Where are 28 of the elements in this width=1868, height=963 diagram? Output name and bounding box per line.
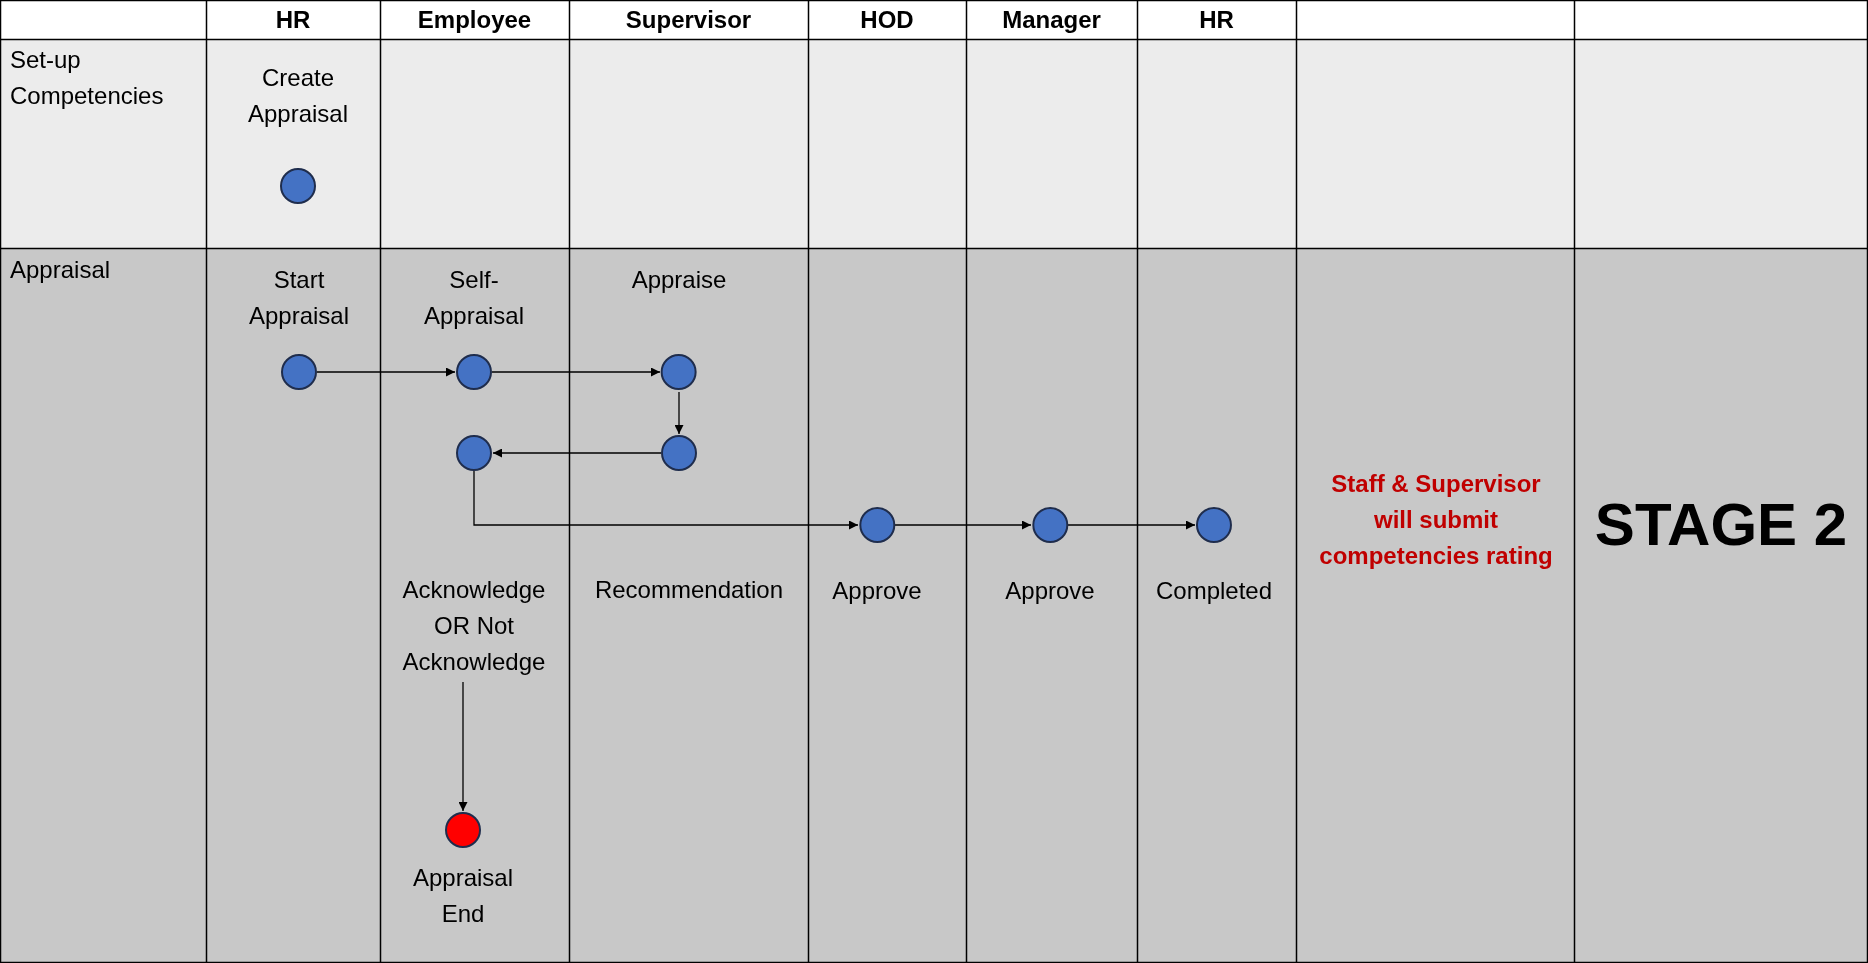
step-label: Create Appraisal	[246, 63, 350, 129]
column-header: Employee	[417, 5, 532, 35]
step-label: Appraise	[631, 265, 727, 295]
lane-label: Set-up Competencies	[10, 45, 165, 111]
column-header: HR	[1199, 5, 1234, 35]
arrow	[491, 367, 661, 377]
note-text: Staff & Supervisor will submit competencies rating	[1318, 469, 1554, 571]
lane-label: Appraisal	[10, 255, 111, 285]
column-header: Supervisor	[625, 5, 752, 35]
arrow	[458, 681, 468, 812]
arrow	[316, 367, 456, 377]
step-label: Appraisal End	[411, 863, 515, 929]
arrow	[674, 391, 684, 435]
step-label: Start Appraisal	[247, 265, 351, 331]
step-label: Approve	[832, 576, 922, 606]
step-label: Self-Appraisal	[422, 265, 526, 331]
column-header: HOD	[860, 5, 914, 35]
decision-text: Acknowledge OR Not Acknowledge	[389, 572, 559, 680]
arrow	[492, 448, 662, 458]
column-header: HR	[275, 5, 311, 35]
stage-heading: STAGE 2	[1593, 490, 1849, 560]
step-label: Approve	[1005, 576, 1095, 606]
arrow	[1067, 520, 1196, 530]
step-label: Completed	[1155, 576, 1273, 606]
step-label: Recommendation	[593, 575, 785, 605]
column-header: Manager	[1002, 5, 1101, 35]
arrow	[894, 520, 1032, 530]
arrow	[473, 470, 859, 530]
